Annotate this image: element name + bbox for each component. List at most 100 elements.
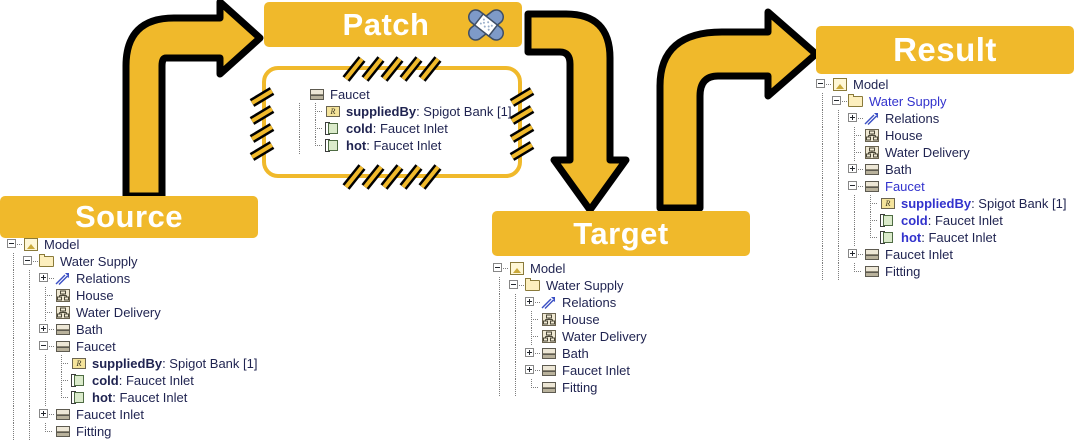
expander-minus[interactable] [508,277,524,294]
tree-indent [6,406,22,423]
tree-indent [815,127,831,144]
reference-property-icon: R [70,356,88,371]
tree-indent [38,389,54,406]
tree-row[interactable]: Fitting [492,379,647,396]
tree-row-type: : Faucet Inlet [921,230,997,245]
tree-row[interactable]: Relations [815,110,1066,127]
tree-row[interactable]: House [6,287,257,304]
relations-icon [54,271,72,286]
banner-target: Target [492,211,750,256]
tree-row[interactable]: Model [492,260,647,277]
tree-indent [815,110,831,127]
tree-row[interactable]: hot : Faucet Inlet [815,229,1066,246]
expander-plus[interactable] [524,362,540,379]
expander-plus[interactable] [524,294,540,311]
tree-row-type: : Faucet Inlet [372,121,448,136]
tree-indent [22,287,38,304]
tree-row[interactable]: House [492,311,647,328]
expander-plus[interactable] [847,246,863,263]
tree-indent [508,345,524,362]
tree-row[interactable]: Faucet [6,338,257,355]
tree-row[interactable]: Faucet [292,86,511,103]
tree-row[interactable]: Model [6,236,257,253]
tree-row[interactable]: Water Delivery [815,144,1066,161]
expander-minus[interactable] [22,253,38,270]
tree-row[interactable]: Bath [492,345,647,362]
stitch-left [249,87,275,161]
tree-row[interactable]: House [815,127,1066,144]
expander-plus[interactable] [847,110,863,127]
tree-row-label: Fitting [76,424,112,439]
tree-row-label: Bath [76,322,103,337]
tree-row-type: : Faucet Inlet [118,373,194,388]
tree-row[interactable]: Relations [492,294,647,311]
relations-icon [540,295,558,310]
block-icon [863,162,881,177]
tree-branch [38,287,54,304]
tree-row[interactable]: Fitting [6,423,257,440]
tree-branch [54,372,70,389]
tree-row[interactable]: Water Supply [815,93,1066,110]
tree-row[interactable]: Bath [815,161,1066,178]
tree-row[interactable]: Faucet [815,178,1066,195]
tree-row-label: Faucet Inlet [76,407,144,422]
expander-minus[interactable] [492,260,508,277]
tree-row-label: Faucet Inlet [562,363,630,378]
tree-indent [22,304,38,321]
tree-indent [6,321,22,338]
tree-row[interactable]: hot : Faucet Inlet [292,137,511,154]
tree-branch [38,304,54,321]
expander-minus[interactable] [831,93,847,110]
tree-row-type: : Spigot Bank [1] [971,196,1067,211]
tree-row-label: Model [530,261,566,276]
tree-row[interactable]: cold : Faucet Inlet [815,212,1066,229]
tree-row[interactable]: Relations [6,270,257,287]
tree-branch-last [308,137,324,154]
tree-indent [831,127,847,144]
tree-indent [508,362,524,379]
tree-indent [22,389,38,406]
tree-row[interactable]: Faucet Inlet [492,362,647,379]
arrow-patch-to-target [524,10,630,214]
expander-plus[interactable] [38,406,54,423]
tree-row-label: Bath [885,162,912,177]
tree-row[interactable]: Model [815,76,1066,93]
tree-row[interactable]: cold : Faucet Inlet [292,120,511,137]
tree-row[interactable]: Water Delivery [492,328,647,345]
tree-row[interactable]: Fitting [815,263,1066,280]
tree-branch [863,195,879,212]
tree-row[interactable]: Water Supply [6,253,257,270]
expander-plus[interactable] [38,321,54,338]
expander-minus[interactable] [6,236,22,253]
tree-row[interactable]: cold : Faucet Inlet [6,372,257,389]
tree-row[interactable]: Water Supply [492,277,647,294]
expander-minus[interactable] [38,338,54,355]
expander-plus[interactable] [524,345,540,362]
stitch-right [509,87,535,161]
tree-row-label: Relations [885,111,940,126]
tree-indent [22,406,38,423]
tree-row[interactable]: Faucet Inlet [815,246,1066,263]
tree-indent [847,229,863,246]
tree-row[interactable]: hot : Faucet Inlet [6,389,257,406]
expander-minus[interactable] [847,178,863,195]
banner-source: Source [0,196,258,238]
folder-icon [38,254,56,269]
tree-row[interactable]: Bath [6,321,257,338]
arrow-source-to-patch [122,0,264,200]
tree-row[interactable]: Faucet Inlet [6,406,257,423]
tree-indent [847,195,863,212]
stitch-bottom [342,164,442,190]
tree-row-label: Faucet [330,87,370,102]
block-icon [54,424,72,439]
expander-plus[interactable] [38,270,54,287]
expander-minus[interactable] [815,76,831,93]
expander-plus[interactable] [847,161,863,178]
tree-row[interactable]: Water Delivery [6,304,257,321]
tree-row-type: : Faucet Inlet [112,390,188,405]
tree-row-label: Water Supply [869,94,947,109]
